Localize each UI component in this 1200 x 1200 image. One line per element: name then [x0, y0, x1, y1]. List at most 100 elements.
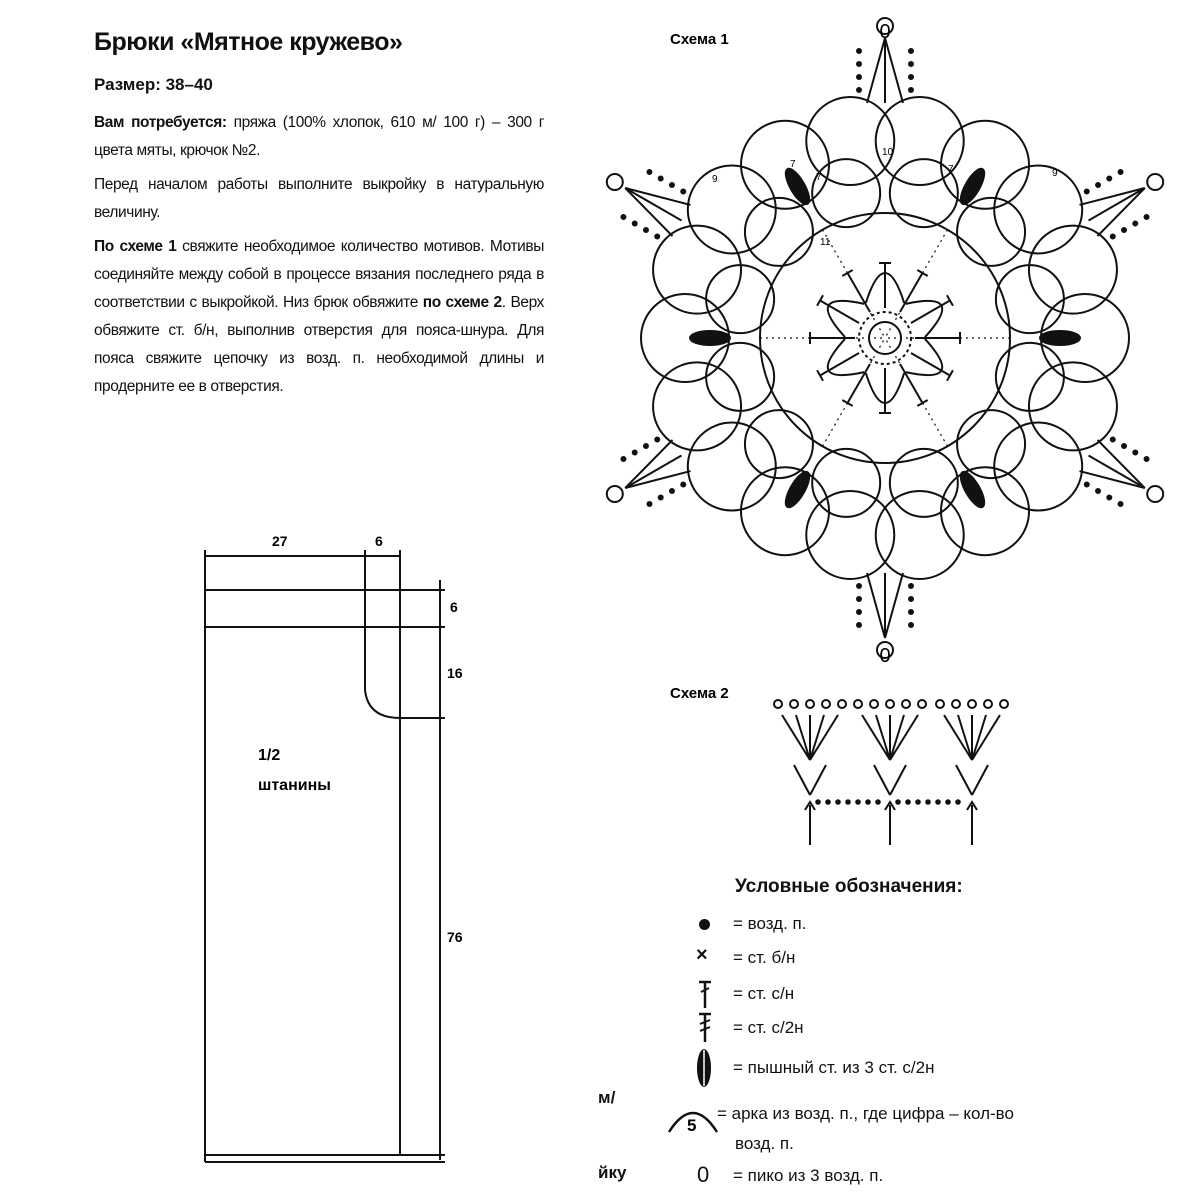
chain-dot	[1083, 481, 1090, 488]
picot-ring	[837, 699, 847, 709]
spike-picot	[1146, 485, 1165, 503]
treble-crochet-icon	[699, 1012, 711, 1042]
chain-dot	[1132, 220, 1139, 227]
legend-item-arch: 5 = арка из возд. п., где цифра – кол-во…	[665, 1098, 1165, 1158]
spike-side	[624, 187, 691, 206]
spike-picot	[876, 641, 894, 659]
edging-arrow	[804, 800, 816, 811]
spike-picot	[605, 173, 624, 191]
chain-dot	[654, 436, 661, 443]
chain-dot	[856, 609, 862, 615]
legend-text-chain: = возд. п.	[733, 914, 807, 933]
puff-stitch	[959, 470, 986, 509]
spike-side	[884, 37, 904, 104]
chain-dot	[646, 168, 653, 175]
fan-stitch	[861, 714, 891, 761]
puff-stitch	[959, 167, 986, 206]
spoke-stitch	[910, 299, 951, 324]
dim-band: 6	[450, 599, 458, 615]
spike-picot	[1146, 173, 1165, 191]
outer-petal	[993, 421, 1084, 512]
scheme2-ref: по схеме 2	[422, 294, 502, 311]
legend-item-sc: × = ст. б/н	[685, 944, 1165, 974]
fan-stitch	[971, 714, 987, 761]
spike-side	[884, 572, 904, 639]
outer-petal	[874, 96, 965, 187]
middle-petal	[743, 409, 814, 480]
chain-dot	[680, 188, 687, 195]
picot-label-bottom: 0	[879, 645, 890, 667]
round-label-7a: 7	[790, 159, 796, 170]
outer-petal	[1027, 224, 1118, 315]
edging-v-left	[873, 764, 891, 796]
picot-ring	[821, 699, 831, 709]
motif-center-ring	[868, 321, 902, 355]
picot-label-top: 0	[879, 21, 890, 43]
chain-dot	[1095, 181, 1102, 188]
picot-ring	[805, 699, 815, 709]
legend: Условные обозначения: = возд. п. × = ст.…	[667, 870, 1185, 1200]
chain-dot	[856, 583, 862, 589]
middle-petal	[705, 341, 776, 412]
legend-item-picot: 0 = пико из 3 возд. п.	[685, 1162, 1165, 1196]
outer-petal	[686, 421, 777, 512]
middle-petal	[811, 158, 882, 229]
pattern-fraction: 1/2	[258, 747, 280, 764]
chain-dot	[668, 181, 675, 188]
chain-dot	[668, 488, 675, 495]
chain-dot	[856, 87, 862, 93]
puff-stitch	[784, 167, 811, 206]
legend-text-dc: = ст. с/н	[733, 984, 795, 1003]
legend-text-arch-2: возд. п.	[735, 1134, 794, 1153]
middle-petal	[743, 196, 814, 267]
fan-stitch	[781, 714, 811, 761]
inner-petal	[905, 299, 944, 338]
text-column: Брюки «Мятное кружево» Размер: 38–40 Вам…	[94, 20, 544, 407]
puff-stitch	[1039, 330, 1081, 346]
legend-title: Условные обозначения:	[735, 876, 963, 897]
chain-dot	[654, 233, 661, 240]
scheme1-diagram: Схема 1 0 0 10 11 9 9 7 7 7	[605, 17, 1165, 667]
outer-petal	[740, 466, 830, 557]
chain-dot	[945, 799, 951, 805]
spike-side	[624, 439, 674, 489]
chain-dot	[815, 799, 821, 805]
spike-side	[624, 470, 691, 489]
chain-dot-icon	[699, 919, 710, 930]
picot-ring	[901, 699, 911, 709]
chain-dot	[835, 799, 841, 805]
chain-dot	[631, 220, 638, 227]
chain-dot	[845, 799, 851, 805]
legend-item-tr: = ст. с/2н	[685, 1010, 1165, 1044]
picot-ring	[853, 699, 863, 709]
edging-v-left	[955, 764, 973, 796]
outer-petal	[940, 466, 1030, 557]
chain-dot	[1132, 449, 1139, 456]
chain-dot	[908, 583, 914, 589]
spike-side	[624, 187, 674, 237]
edging-v-right	[809, 764, 827, 796]
inner-petal	[826, 299, 865, 338]
puff-stitch	[784, 470, 811, 509]
chain-dot	[825, 799, 831, 805]
cross-icon: ×	[696, 944, 708, 966]
outer-petal	[993, 164, 1084, 255]
chain-dot	[631, 449, 638, 456]
spike-center	[624, 187, 682, 222]
arch-digit: 5	[687, 1116, 696, 1135]
picot-ring	[773, 699, 783, 709]
spike-side	[1096, 439, 1146, 489]
scheme1-title: Схема 1	[670, 31, 729, 48]
puff-stitch-icon	[697, 1049, 711, 1087]
inner-petal	[864, 271, 906, 304]
spike-side	[866, 37, 886, 104]
chain-dot	[855, 799, 861, 805]
chain-dot	[1121, 442, 1128, 449]
middle-petal	[888, 158, 959, 229]
intro-paragraph: Перед началом работы выполните выкройку …	[94, 176, 544, 221]
chain-dot	[908, 48, 914, 54]
fan-stitch	[957, 714, 973, 761]
chain-dot	[1109, 233, 1116, 240]
middle-petal	[888, 447, 959, 518]
